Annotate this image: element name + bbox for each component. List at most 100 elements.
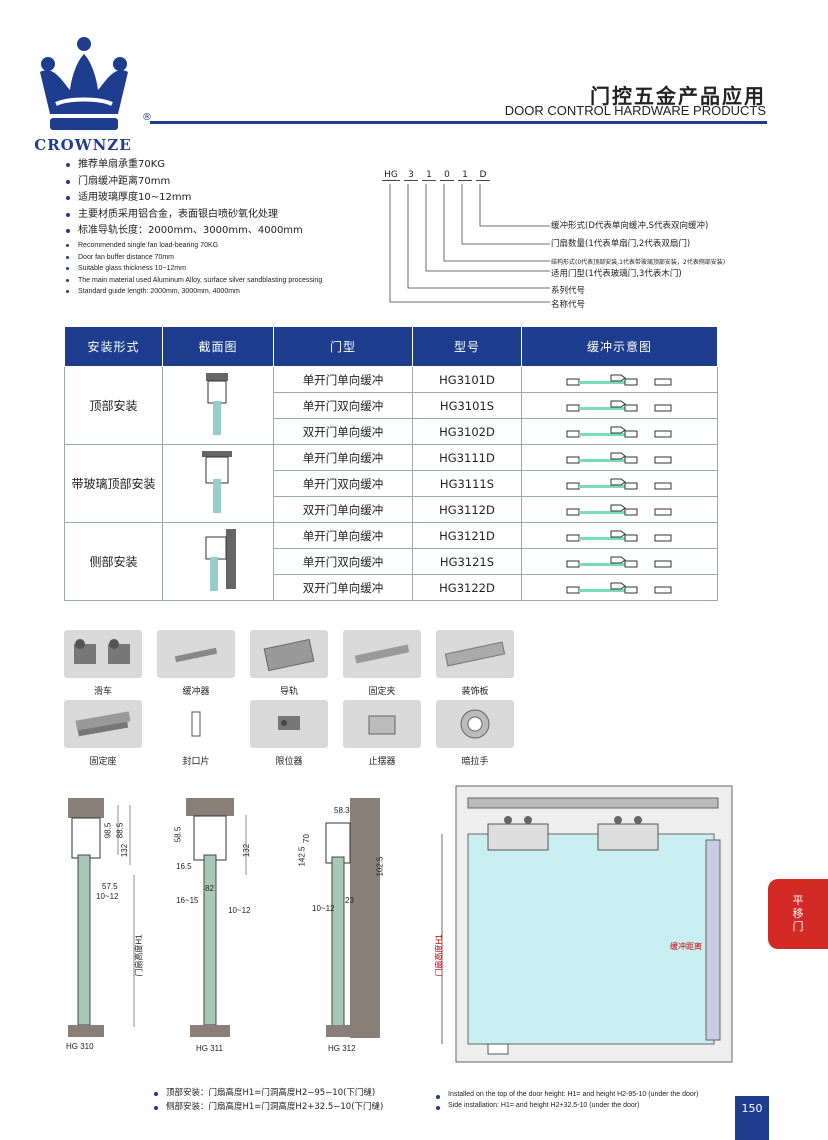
dim-label: 门扇高度H1 [134, 934, 144, 977]
tab-char: 门 [792, 920, 804, 933]
brand-name: CROWNZE [34, 136, 132, 154]
part-handle: 暗拉手 [436, 700, 514, 767]
buffer-diagram [521, 548, 718, 575]
door-type: 双开门单向缓冲 [273, 496, 413, 523]
page-title-cn: 门控五金产品应用 [590, 84, 766, 108]
door-height-label: 门扇高度H1 [434, 934, 444, 977]
buffer-mini-icon [565, 399, 675, 413]
legend-series: 系列代号 [551, 286, 586, 296]
list-item: 适用玻璃厚度10~12mm [66, 190, 303, 207]
cover-plate-icon [436, 630, 514, 678]
buffer-diagram [521, 470, 718, 497]
part-guide: 止摆器 [343, 700, 421, 767]
model-code-cell: HG3101D [412, 366, 522, 393]
dim-label: 16~15 [176, 896, 199, 905]
door-type: 双开门单向缓冲 [273, 574, 413, 601]
legend-structure: 结构形式(0代表顶部安装,1代表带玻璃顶部安装，2代表侧部安装) [551, 259, 726, 266]
part-trolley: 滑车 [64, 630, 142, 697]
list-item: 顶部安装：门扇高度H1=门洞高度H2−95−10(下门缝) [154, 1086, 383, 1100]
dim-label: 70 [301, 834, 311, 843]
part-label: 固定座 [89, 757, 117, 767]
dim-label: 10~12 [312, 904, 335, 913]
list-item: The main material used Aluminum Alloy, s… [66, 275, 322, 287]
dim-label: 16.5 [176, 862, 192, 871]
door-type: 双开门单向缓冲 [273, 418, 413, 445]
list-item: 主要材质采用铝合金，表面银白喷砂氧化处理 [66, 207, 303, 224]
table-row: 单开门双向缓冲 HG3111S [65, 470, 718, 497]
section-top-icon [206, 373, 228, 435]
tab-char: 平 [792, 894, 804, 907]
model-code-lines [389, 184, 550, 303]
table-row: 带玻璃顶部安装 单开门单向缓冲 HG3111D [64, 444, 718, 523]
dim-label: 23 [345, 896, 354, 905]
drawing-label: HG 310 [66, 1042, 94, 1051]
buffer-diagram [521, 392, 718, 419]
part-label: 止摆器 [368, 757, 396, 767]
buffer-mini-icon [565, 425, 675, 439]
door-type: 单开门单向缓冲 [273, 366, 413, 393]
features-cn-list: 推荐单扇承重70KG 门扇缓冲距离70mm 适用玻璃厚度10~12mm 主要材质… [66, 157, 303, 240]
part-label: 封口片 [182, 757, 210, 767]
registered-mark: ® [142, 112, 152, 123]
buffer-icon [157, 630, 235, 678]
part-clamp: 固定夹 [343, 630, 421, 697]
dim-label: 102.5 [375, 856, 385, 877]
part-buffer: 缓冲器 [157, 630, 235, 697]
buffer-mini-icon [565, 373, 675, 387]
part-rail: 导轨 [250, 630, 328, 697]
model-code-cell: HG3111S [412, 470, 522, 497]
part-label: 暗拉手 [461, 757, 489, 767]
part-cover: 装饰板 [436, 630, 514, 697]
buffer-mini-icon [565, 529, 675, 543]
list-item: Installed on the top of the door height:… [436, 1089, 698, 1100]
model-code-cell: HG3122D [412, 574, 522, 601]
header-divider [150, 121, 767, 124]
table-row: 双开门单向缓冲 HG3122D [65, 574, 718, 601]
drawing-hg311 [186, 798, 247, 1037]
buffer-diagram [521, 444, 718, 471]
legend-door-type: 适用门型(1代表玻璃门,3代表木门) [551, 269, 682, 279]
model-code-char: D [476, 170, 490, 181]
section-image [162, 366, 274, 445]
dim-label: 132 [242, 843, 252, 858]
model-code-cell: HG3101S [412, 392, 522, 419]
part-label: 限位器 [275, 757, 303, 767]
section-tab-sliding-door[interactable]: 平 移 门 [768, 879, 828, 949]
group-label: 顶部安装 [64, 366, 163, 445]
drawing-label: HG 312 [328, 1044, 356, 1053]
mount-icon [64, 700, 142, 748]
part-end-cap: 封口片 [157, 700, 235, 767]
door-type: 单开门双向缓冲 [273, 392, 413, 419]
part-label: 固定夹 [368, 687, 396, 697]
door-type: 单开门双向缓冲 [273, 470, 413, 497]
buffer-diagram [521, 574, 718, 601]
drawing-hg312 [325, 798, 380, 1038]
table-header-row: 安装形式 截面图 门型 型号 缓冲示意图 [64, 326, 718, 367]
floor-guide-icon [343, 700, 421, 748]
list-item: Recommended single fan load-bearing 70KG [66, 240, 322, 252]
legend-name: 名称代号 [551, 300, 586, 310]
legend-door-count: 门扇数量(1代表单扇门,2代表双扇门) [551, 239, 691, 249]
model-code-cell: HG3112D [412, 496, 522, 523]
model-code-cell: HG3111D [412, 444, 522, 471]
section-glass-top-icon [202, 451, 232, 513]
dim-label: 10~12 [228, 906, 251, 915]
rail-icon [250, 630, 328, 678]
table-row: 单开门双向缓冲 HG3121S [65, 548, 718, 575]
buffer-mini-icon [565, 503, 675, 517]
list-item: Standard guide length: 2000mm, 3000mm, 4… [66, 286, 322, 298]
col-install: 安装形式 [64, 326, 163, 367]
model-code-char: HG [382, 170, 400, 181]
list-item: Door fan buffer distance 70mm [66, 252, 322, 264]
buffer-mini-icon [565, 581, 675, 595]
dim-label: 57.5 [102, 882, 118, 891]
door-type: 单开门单向缓冲 [273, 522, 413, 549]
install-notes-en: Installed on the top of the door height:… [436, 1089, 698, 1111]
door-elevation [441, 785, 733, 1063]
dim-label: 98.5 [103, 822, 113, 839]
page-title-en: DOOR CONTROL HARDWARE PRODUCTS [504, 103, 766, 118]
legend-buffer: 缓冲形式(D代表单向缓冲,S代表双向缓冲) [551, 221, 709, 231]
install-notes-cn: 顶部安装：门扇高度H1=门洞高度H2−95−10(下门缝) 侧部安装：门扇高度H… [154, 1086, 383, 1114]
buffer-diagram [521, 418, 718, 445]
